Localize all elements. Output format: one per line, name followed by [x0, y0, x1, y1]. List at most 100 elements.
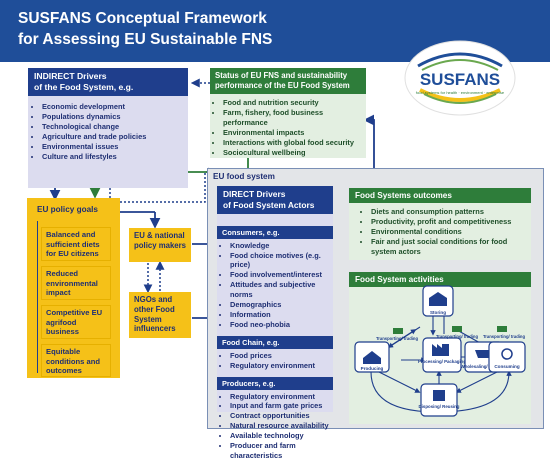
list-item: Agriculture and trade policies	[42, 132, 188, 142]
indirect-title-line-2: of the Food System, e.g.	[34, 82, 134, 92]
status-title: Status of EU FNS and sustainability perf…	[210, 68, 366, 94]
list-item: Attitudes and subjective norms	[230, 280, 333, 300]
outcomes-box: Food Systems outcomes Diets and consumpt…	[349, 188, 531, 260]
status-box: Status of EU FNS and sustainability perf…	[210, 68, 366, 158]
list-item: Culture and lifestyles	[42, 152, 188, 162]
list-item: Environmental conditions	[371, 227, 531, 237]
truck-icon	[452, 326, 462, 332]
direct-title-line-1: DIRECT Drivers	[223, 189, 286, 199]
food-chain-title: Food Chain, e.g.	[217, 335, 333, 349]
list-item: Demographics	[230, 300, 333, 310]
transport-label: Transporting/ trading	[436, 334, 479, 339]
transport-label: Transporting/ trading	[376, 336, 419, 341]
list-item: Environmental issues	[42, 142, 188, 152]
list-item: Regulatory environment	[230, 392, 333, 402]
direct-drivers-box: DIRECT Drivers of Food System Actors Con…	[217, 186, 333, 460]
food-chain-list: Food prices Regulatory environment	[217, 351, 333, 371]
disposing-label: Disposing/ Reusing	[419, 404, 460, 409]
logo-wordmark: SUSFANS	[420, 70, 500, 89]
consumers-title: Consumers, e.g.	[217, 225, 333, 239]
list-item: Food and nutrition security	[223, 98, 366, 108]
disposing-node: Disposing/ Reusing	[419, 383, 460, 417]
indirect-drivers-title: INDIRECT Drivers of the Food System, e.g…	[28, 68, 188, 96]
consuming-node: Consuming	[488, 341, 526, 373]
indirect-drivers-list: Economic development Populations dynamic…	[28, 102, 188, 161]
list-item: Food prices	[230, 351, 333, 361]
barn-icon	[363, 351, 381, 364]
processing-label: Processing/ Packaging	[418, 359, 466, 364]
title-line-2: for Assessing EU Sustainable FNS	[18, 31, 273, 48]
storing-node: Storing	[422, 285, 454, 317]
consuming-label: Consuming	[494, 364, 519, 369]
goal-item: Balanced and sufficient diets for EU cit…	[41, 227, 111, 261]
list-item: Economic development	[42, 102, 188, 112]
truck-icon	[497, 326, 507, 332]
list-item: Farm, fishery, food business performance	[223, 108, 366, 128]
ngos-box: NGOs and other Food System influencers	[129, 292, 191, 338]
cycle-arrow	[387, 326, 421, 348]
list-item: Food neo-phobia	[230, 320, 333, 330]
producers-title: Producers, e.g.	[217, 376, 333, 390]
list-item: Knowledge	[230, 241, 333, 251]
direct-title-line-2: of Food System Actors	[223, 199, 315, 210]
list-item: Food choice motives (e.g. price)	[230, 251, 333, 271]
logo-graphic: SUSFANS food systems for health · enviro…	[404, 40, 516, 116]
policy-goals-bracket	[37, 221, 112, 373]
indirect-drivers-box: INDIRECT Drivers of the Food System, e.g…	[28, 68, 188, 188]
cycle-arrow	[378, 371, 421, 393]
goal-item: Reduced environmental impact	[41, 266, 111, 300]
outcomes-title: Food Systems outcomes	[349, 188, 531, 203]
policy-makers-box: EU & national policy makers	[129, 228, 191, 262]
list-item: Diets and consumption patterns	[371, 207, 531, 217]
status-list: Food and nutrition security Farm, fisher…	[210, 98, 366, 157]
cycle-arrow	[455, 371, 498, 393]
list-item: Contract opportunities	[230, 411, 333, 421]
producing-node: Producing	[354, 341, 390, 373]
indirect-title-line-1: INDIRECT Drivers	[34, 71, 107, 81]
direct-drivers-title: DIRECT Drivers of Food System Actors	[217, 186, 333, 214]
list-item: Natural resource availability	[230, 421, 333, 431]
list-item: Populations dynamics	[42, 112, 188, 122]
list-item: Interactions with global food security	[223, 138, 366, 148]
truck-icon	[393, 328, 403, 334]
page-title: SUSFANS Conceptual Framework for Assessi…	[18, 8, 348, 50]
factory-icon	[432, 344, 449, 356]
activities-title: Food System activities	[349, 272, 531, 287]
list-item: Environmental impacts	[223, 128, 366, 138]
list-item: Fair and just social conditions for food…	[371, 237, 531, 257]
susfans-logo: SUSFANS food systems for health · enviro…	[404, 40, 516, 116]
activities-cycle: Storing Producing Processing/ Packaging …	[354, 285, 526, 417]
list-item: Producer and farm characteristics	[230, 441, 333, 461]
policy-goals-title: EU policy goals	[37, 205, 98, 214]
status-title-line-2: performance of the EU Food System	[215, 81, 350, 90]
title-line-1: SUSFANS Conceptual Framework	[18, 10, 267, 27]
transport-label: Transporting/ trading	[483, 334, 526, 339]
list-item: Input and farm gate prices	[230, 401, 333, 411]
consumers-list: Knowledge Food choice motives (e.g. pric…	[217, 241, 333, 330]
list-item: Information	[230, 310, 333, 320]
transport-3: Transporting/ trading	[483, 326, 526, 339]
producing-label: Producing	[361, 366, 384, 371]
bin-icon	[433, 390, 445, 401]
eu-food-system-label: EU food system	[213, 172, 275, 181]
transport-2: Transporting/ trading	[436, 326, 479, 339]
list-item: Technological change	[42, 122, 188, 132]
goal-item: Competitive EU agrifood business	[41, 305, 111, 339]
transport-1: Transporting/ trading	[376, 328, 419, 341]
producers-list: Regulatory environment Input and farm ga…	[217, 392, 333, 461]
logo-tagline: food systems for health · environment · …	[416, 90, 505, 95]
list-item: Sociocultural wellbeing	[223, 148, 366, 158]
storing-label: Storing	[430, 310, 446, 315]
wholesaling-label: Wholesaling/ Retailing	[461, 364, 508, 369]
list-item: Regulatory environment	[230, 361, 333, 371]
status-title-line-1: Status of EU FNS and sustainability	[215, 71, 348, 80]
list-item: Food involvement/interest	[230, 270, 333, 280]
warehouse-icon	[429, 292, 447, 306]
outcomes-list: Diets and consumption patterns Productiv…	[349, 207, 531, 257]
arrow-indirect-to-system	[109, 167, 218, 203]
list-item: Productivity, profit and competitiveness	[371, 217, 531, 227]
arrow-system-to-status	[363, 114, 375, 168]
processing-node: Processing/ Packaging	[418, 337, 466, 373]
plate-icon	[501, 348, 513, 360]
goal-item: Equitable conditions and outcomes	[41, 344, 111, 377]
